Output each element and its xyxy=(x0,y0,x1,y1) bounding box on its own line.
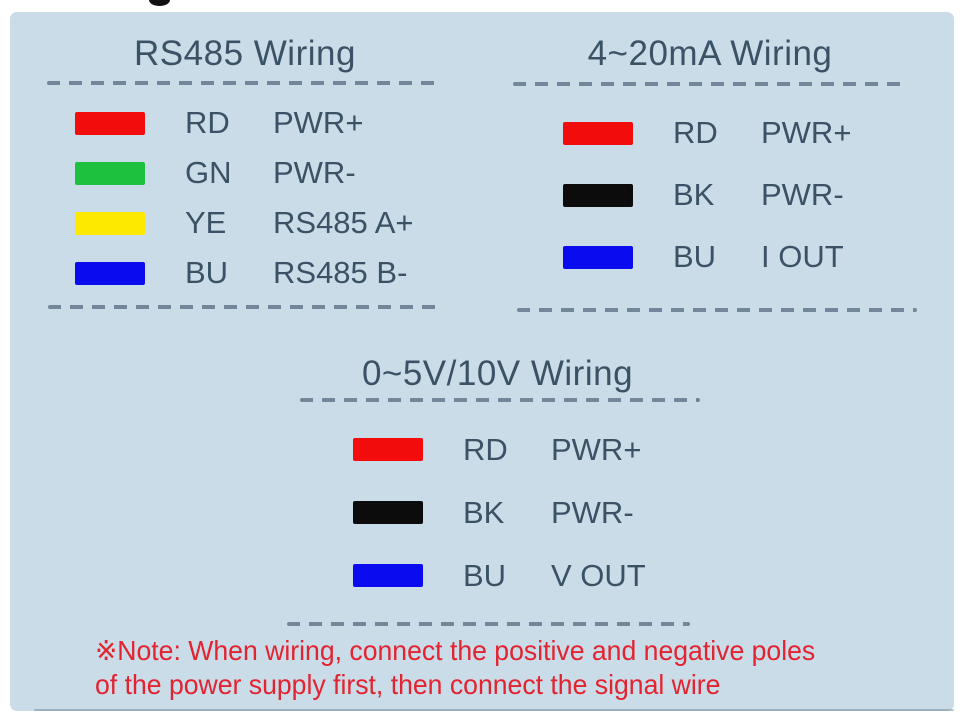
wire-signal-label: PWR+ xyxy=(551,431,642,467)
panel-bottom-edge xyxy=(34,709,954,711)
wire-row: BU I OUT xyxy=(563,226,851,288)
cutoff-text-artifact xyxy=(149,0,170,6)
wiring-panel xyxy=(10,12,954,711)
wire-abbr-label: BK xyxy=(463,494,505,530)
dashed-divider-top xyxy=(300,398,700,402)
wire-row: RD PWR+ xyxy=(353,418,646,481)
wire-swatch-yellow xyxy=(75,211,145,235)
wire-swatch-red xyxy=(563,121,633,145)
dashed-divider-bottom xyxy=(287,622,690,626)
wire-abbr-label: BU xyxy=(463,557,507,593)
section-0-5v-10v: 0~5V/10V Wiring RD PWR+ BK PWR- BU V OUT xyxy=(287,354,700,646)
wire-signal-label: PWR+ xyxy=(761,115,852,150)
wire-abbr-label: RD xyxy=(463,431,508,467)
wire-signal-label: PWR+ xyxy=(273,105,364,140)
wire-abbr-label: RD xyxy=(185,105,230,140)
wire-abbr-label: GN xyxy=(185,155,232,190)
note-line-2: of the power supply first, then connect … xyxy=(95,669,721,700)
wire-signal-label: PWR- xyxy=(761,177,844,212)
wire-abbr-label: RD xyxy=(673,115,718,150)
wire-row: RD PWR+ xyxy=(75,98,413,148)
wire-signal-label: RS485 A+ xyxy=(273,205,414,240)
wire-rows: RD PWR+ GN PWR- YE RS485 A+ BU RS485 B- xyxy=(75,98,413,298)
section-4-20ma: 4~20mA Wiring RD PWR+ BK PWR- BU I OUT xyxy=(513,34,917,326)
wire-row: RD PWR+ xyxy=(563,102,851,164)
wire-row: BK PWR- xyxy=(353,481,646,544)
wire-signal-label: I OUT xyxy=(761,239,844,274)
wire-abbr-label: BU xyxy=(185,255,229,290)
wire-swatch-red xyxy=(75,111,145,135)
wire-row: BU V OUT xyxy=(353,544,646,607)
wire-abbr-label: BK xyxy=(673,177,715,212)
section-title: RS485 Wiring xyxy=(134,34,356,73)
section-title: 4~20mA Wiring xyxy=(587,34,833,73)
wire-row: YE RS485 A+ xyxy=(75,198,413,248)
wire-signal-label: RS485 B- xyxy=(273,255,408,290)
dashed-divider-top xyxy=(513,82,907,86)
wire-signal-label: PWR- xyxy=(551,494,634,530)
wire-row: BU RS485 B- xyxy=(75,248,413,298)
wire-swatch-blue xyxy=(353,564,423,587)
wire-rows: RD PWR+ BK PWR- BU V OUT xyxy=(353,418,646,607)
wire-swatch-green xyxy=(75,161,145,185)
wire-signal-label: V OUT xyxy=(551,557,646,593)
wire-swatch-black xyxy=(563,183,633,207)
wire-row: BK PWR- xyxy=(563,164,851,226)
note-line-1: ※Note: When wiring, connect the positive… xyxy=(95,635,816,666)
wire-swatch-red xyxy=(353,438,423,461)
wire-abbr-label: BU xyxy=(673,239,717,274)
dashed-divider-bottom xyxy=(48,305,444,309)
wire-signal-label: PWR- xyxy=(273,155,356,190)
dashed-divider-top xyxy=(47,81,443,85)
wire-swatch-blue xyxy=(75,261,145,285)
wire-row: GN PWR- xyxy=(75,148,413,198)
wire-swatch-black xyxy=(353,501,423,524)
wire-swatch-blue xyxy=(563,245,633,269)
section-title: 0~5V/10V Wiring xyxy=(361,354,634,393)
note-text: ※Note: When wiring, connect the positive… xyxy=(95,634,815,702)
section-rs485: RS485 Wiring RD PWR+ GN PWR- YE RS485 A+… xyxy=(45,36,445,326)
wire-abbr-label: YE xyxy=(185,205,227,240)
wire-rows: RD PWR+ BK PWR- BU I OUT xyxy=(563,102,851,288)
dashed-divider-bottom xyxy=(517,308,917,312)
